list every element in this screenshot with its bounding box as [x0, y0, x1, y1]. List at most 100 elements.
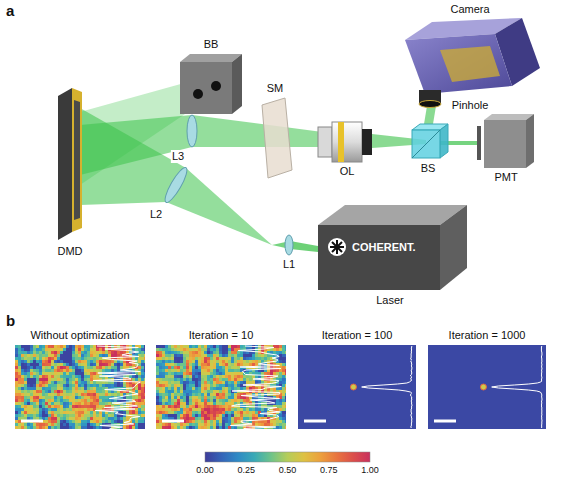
speckle-cell [237, 357, 240, 360]
speckle-cell [21, 426, 24, 429]
speckle-cell [165, 345, 168, 348]
speckle-cell [69, 381, 72, 384]
speckle-cell [57, 417, 60, 420]
speckle-cell [168, 384, 171, 387]
speckle-cell [192, 357, 195, 360]
speckle-cell [60, 396, 63, 399]
speckle-cell [111, 417, 114, 420]
speckle-cell [18, 345, 21, 348]
speckle-cell [105, 414, 108, 417]
speckle-cell [198, 357, 201, 360]
speckle-cell [138, 426, 141, 429]
speckle-cell [225, 387, 228, 390]
speckle-cell [189, 390, 192, 393]
speckle-cell [246, 381, 249, 384]
speckle-cell [201, 387, 204, 390]
speckle-cell [96, 384, 99, 387]
speckle-cell [48, 378, 51, 381]
speckle-cell [198, 375, 201, 378]
speckle-cell [48, 405, 51, 408]
speckle-cell [162, 387, 165, 390]
speckle-cell [219, 348, 222, 351]
speckle-cell [189, 384, 192, 387]
speckle-cell [111, 393, 114, 396]
speckle-cell [282, 378, 285, 381]
speckle-cell [114, 360, 117, 363]
speckle-cell [42, 426, 45, 429]
speckle-cell [144, 393, 145, 396]
speckle-cell [96, 402, 99, 405]
speckle-cell [207, 384, 210, 387]
speckle-cell [45, 426, 48, 429]
speckle-cell [264, 372, 267, 375]
speckle-cell [18, 348, 21, 351]
speckle-cell [78, 366, 81, 369]
speckle-cell [207, 372, 210, 375]
speckle-cell [63, 345, 66, 348]
speckle-cell [198, 378, 201, 381]
speckle-cell [159, 381, 162, 384]
speckle-cell [144, 408, 145, 411]
speckle-cell [18, 360, 21, 363]
speckle-cell [138, 411, 141, 414]
speckle-cell [18, 399, 21, 402]
speckle-cell [24, 423, 27, 426]
speckle-cell [177, 384, 180, 387]
speckle-cell [66, 414, 69, 417]
speckle-cell [60, 351, 63, 354]
speckle-cell [39, 408, 42, 411]
speckle-cell [99, 354, 102, 357]
speckle-cell [45, 420, 48, 423]
speckle-cell [81, 360, 84, 363]
objective-lens [338, 122, 344, 162]
speckle-cell [78, 363, 81, 366]
speckle-cell [180, 381, 183, 384]
speckle-cell [84, 417, 87, 420]
speckle-cell [177, 387, 180, 390]
speckle-cell [21, 393, 24, 396]
speckle-cell [75, 363, 78, 366]
speckle-cell [165, 375, 168, 378]
speckle-cell [165, 387, 168, 390]
speckle-cell [144, 345, 145, 348]
speckle-cell [90, 393, 93, 396]
speckle-cell [60, 360, 63, 363]
speckle-cell [135, 420, 138, 423]
speckle-cell [138, 393, 141, 396]
speckle-cell [51, 363, 54, 366]
speckle-cell [60, 345, 63, 348]
speckle-cell [111, 420, 114, 423]
speckle-cell [162, 366, 165, 369]
speckle-cell [219, 357, 222, 360]
speckle-cell [225, 375, 228, 378]
speckle-cell [60, 393, 63, 396]
speckle-cell [27, 402, 30, 405]
speckle-cell [33, 423, 36, 426]
speckle-cell [72, 366, 75, 369]
speckle-cell [24, 354, 27, 357]
speckle-cell [162, 378, 165, 381]
speckle-cell [81, 369, 84, 372]
scattering-medium [262, 98, 292, 178]
speckle-cell [78, 354, 81, 357]
speckle-cell [177, 351, 180, 354]
speckle-cell [69, 402, 72, 405]
speckle-cell [186, 369, 189, 372]
speckle-cell [165, 366, 168, 369]
speckle-cell [189, 378, 192, 381]
speckle-cell [33, 390, 36, 393]
speckle-cell [90, 390, 93, 393]
speckle-cell [93, 375, 96, 378]
speckle-cell [33, 414, 36, 417]
speckle-cell [90, 366, 93, 369]
speckle-cell [180, 390, 183, 393]
speckle-cell [204, 360, 207, 363]
speckle-cell [33, 426, 36, 429]
laser-source [318, 205, 467, 290]
speckle-cell [261, 372, 264, 375]
speckle-cell [39, 390, 42, 393]
speckle-cell [39, 351, 42, 354]
speckle-cell [54, 408, 57, 411]
speckle-cell [174, 360, 177, 363]
speckle-cell [204, 357, 207, 360]
